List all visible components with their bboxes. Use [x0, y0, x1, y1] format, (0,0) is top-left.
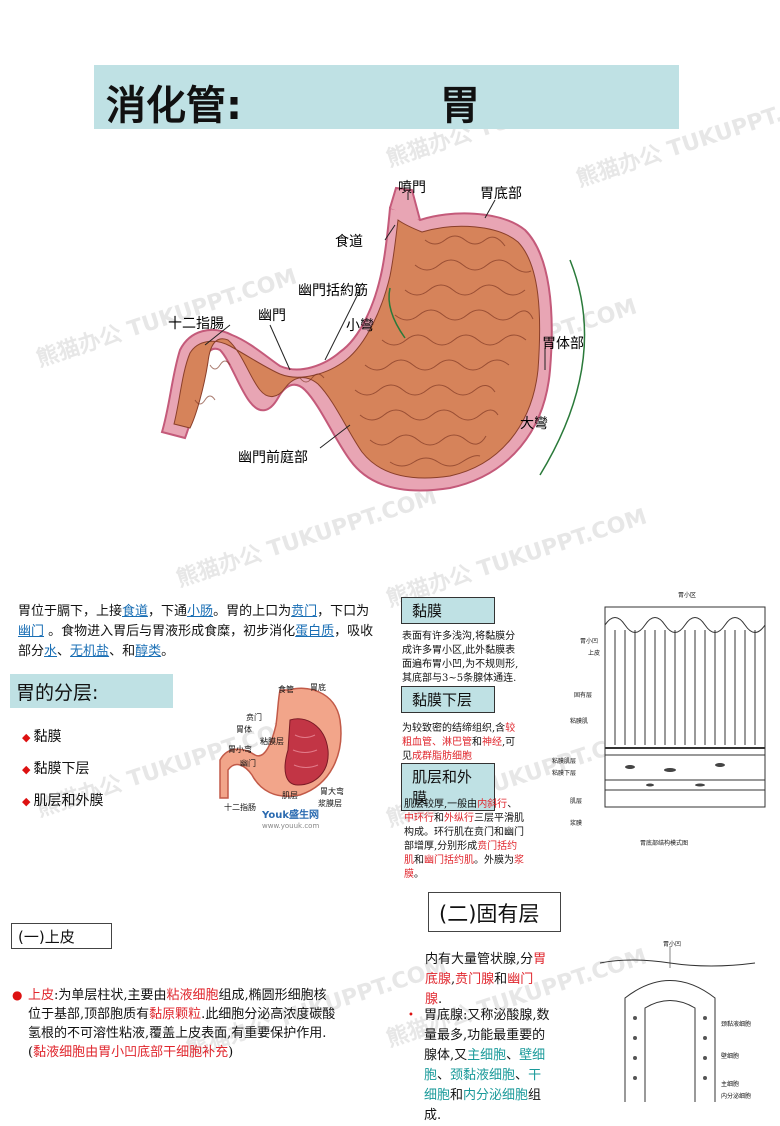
- link-cardia[interactable]: 贲门: [291, 604, 318, 619]
- layers-heading: 胃的分层:: [10, 674, 173, 708]
- gland-label-parietal: 壁细胞: [721, 1052, 739, 1060]
- small-label-esophagus: 食管: [278, 684, 294, 694]
- link-protein[interactable]: 蛋白质: [295, 624, 335, 639]
- small-label-body: 胃体: [236, 724, 252, 734]
- histo-label-pit: 胃小凹: [580, 637, 598, 645]
- stomach-diagram: 噴門 胃底部 食道 幽門括約筋 小彎 十二指腸 幽門 胃体部 大彎 幽門前庭部: [160, 180, 586, 492]
- link-small-intestine[interactable]: 小肠: [187, 604, 214, 619]
- small-label-cardia: 贲门: [246, 712, 262, 722]
- small-label-mucosa: 粘膜层: [260, 736, 284, 746]
- label-esophagus: 食道: [335, 233, 363, 250]
- histo-label-submucosa: 粘膜下层: [552, 769, 576, 777]
- label-cardia: 噴門: [398, 180, 426, 196]
- epithelium-text: 上皮:为单层柱状,主要由粘液细胞组成,椭圆形细胞核位于基部,顶部胞质有黏原颗粒.…: [28, 988, 336, 1060]
- histo-label-muscularis-mucosae: 粘膜肌: [570, 717, 588, 725]
- layer-item: ◆黏膜: [22, 729, 62, 745]
- small-label-muscle: 肌层: [282, 791, 298, 800]
- link-alcohols[interactable]: 醇类: [135, 644, 162, 659]
- label-lesser-curve: 小彎: [346, 318, 374, 334]
- label-duodenum: 十二指腸: [168, 316, 224, 332]
- label-pyloric-sphincter: 幽門括約筋: [298, 282, 368, 299]
- histo-caption: 胃底部结构模式图: [640, 839, 688, 847]
- brand-logo: Youk盛生网: [261, 808, 319, 820]
- small-label-serosa: 浆膜层: [318, 798, 342, 808]
- layer-item: ◆肌层和外膜: [22, 793, 104, 809]
- histology-diagram: 胃小区 胃小凹 上皮 固有层 粘膜肌 粘膜肌层 粘膜下层 肌层 浆膜 胃底部结构…: [552, 591, 766, 847]
- gland-label-pit: 胃小凹: [663, 940, 681, 948]
- muscle-text: 肌层较厚,一般由内斜行、中环行和外纵行三层平滑肌构成。环行肌在贲门和幽门部增厚,…: [404, 799, 524, 880]
- gland-label-neck: 颈黏液细胞: [721, 1020, 751, 1028]
- histo-label-top: 胃小区: [678, 591, 696, 599]
- layer-item: ◆黏膜下层: [22, 761, 90, 777]
- histo-label-lamina: 固有层: [574, 691, 592, 699]
- page-title: 消化管:: [106, 83, 242, 129]
- muscle-label: 肌层和外膜: [401, 763, 495, 811]
- epithelium-heading: (一)上皮: [11, 923, 112, 949]
- small-label-greater-curve: 胃大弯: [320, 786, 344, 796]
- label-greater-curve: 大彎: [520, 416, 548, 432]
- small-label-pylorus: 幽门: [240, 758, 256, 768]
- histo-label-muscle: 肌层: [570, 798, 582, 805]
- histo-label-epithelium: 上皮: [588, 649, 600, 657]
- bullet-dot: •: [408, 1010, 414, 1021]
- link-esophagus[interactable]: 食道: [122, 604, 149, 619]
- histo-label-mucosa: 粘膜肌层: [552, 757, 576, 765]
- histo-label-serosa: 浆膜: [570, 819, 582, 827]
- brand-url: www.youuk.com: [262, 822, 320, 830]
- intro-paragraph: 胃位于膈下，上接食道，下通小肠。胃的上口为贲门，下口为幽门 。食物进入胃后与胃液…: [18, 604, 374, 659]
- submucosa-text: 为较致密的结缔组织,含较粗血管、淋巴管和神经,可见成群脂肪细胞: [402, 723, 516, 762]
- small-label-duodenum: 十二指肠: [224, 802, 256, 812]
- gland-diagram: 胃小凹 颈黏液细胞 壁细胞 主细胞 内分泌细胞: [599, 940, 756, 1102]
- label-antrum: 幽門前庭部: [238, 449, 308, 466]
- gland-label-endocrine: 内分泌细胞: [721, 1092, 751, 1100]
- label-body: 胃体部: [542, 336, 584, 352]
- small-label-lesser-curve: 胃小弯: [228, 744, 252, 754]
- bullet-dot: ●: [12, 988, 23, 1002]
- link-water[interactable]: 水: [44, 644, 58, 659]
- mucosa-label: 黏膜: [401, 597, 495, 624]
- mucosa-text: 表面有许多浅沟,将黏膜分成许多胃小区,此外黏膜表面遍布胃小凹,为不规则形,其底部…: [402, 631, 519, 684]
- link-inorganic-salt[interactable]: 无机盐: [70, 644, 110, 659]
- small-label-fundus: 胃底: [310, 682, 326, 692]
- gland-label-chief: 主细胞: [721, 1080, 739, 1088]
- title-bar: 消化管: 胃: [94, 65, 679, 129]
- submucosa-label: 黏膜下层: [401, 686, 495, 713]
- lamina-heading: (二)固有层: [428, 892, 561, 932]
- lamina-intro: 内有大量管状腺,分胃底腺,贲门腺和幽门腺.: [425, 952, 547, 1007]
- page-subtitle: 胃: [440, 83, 480, 129]
- link-pylorus[interactable]: 幽门: [18, 624, 45, 639]
- fundic-gland-text: 胃底腺:又称泌酸腺,数量最多,功能最重要的腺体,又主细胞、壁细胞、颈黏液细胞、干…: [424, 1008, 550, 1123]
- label-pylorus: 幽門: [258, 308, 286, 324]
- label-fundus: 胃底部: [480, 186, 522, 202]
- small-stomach-diagram: 食管 胃底 贲门 胃体 粘膜层 胃小弯 幽门 胃大弯 浆膜层 肌层 十二指肠 Y…: [219, 682, 344, 820]
